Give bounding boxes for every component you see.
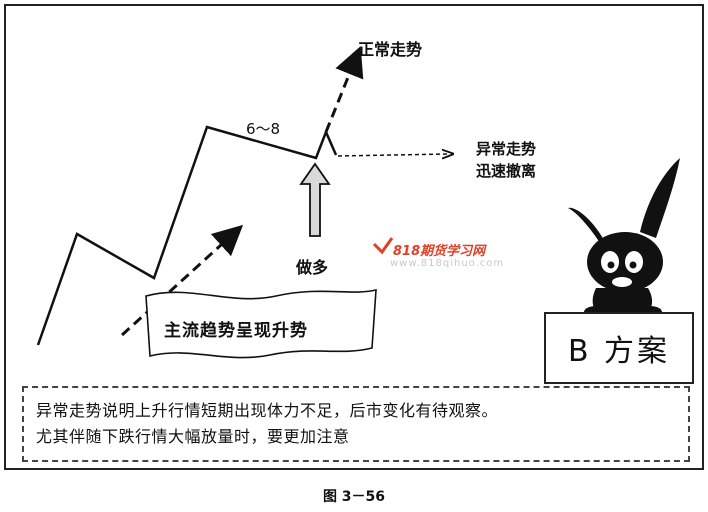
- normal-trend-label: 正常走势: [358, 40, 423, 59]
- reversal-line: [324, 131, 338, 156]
- note-box: 异常走势说明上升行情短期出现体力不足，后市变化有待观察。 尤其伴随下跌行情大幅放…: [22, 386, 690, 462]
- diagram-frame: [4, 4, 704, 470]
- watermark-url: www.818qihuo.com: [390, 258, 505, 269]
- go-long-label: 做多: [296, 258, 329, 277]
- range-label: 6～8: [246, 120, 281, 138]
- cartoon-rabbit-icon: [568, 158, 680, 318]
- note-line-1: 异常走势说明上升行情短期出现体力不足，后市变化有待观察。: [36, 401, 499, 420]
- trend-banner: [145, 288, 377, 359]
- main-trend-arrow: [120, 224, 244, 337]
- price-line: [36, 125, 328, 346]
- normal-trend-arrow: [324, 46, 364, 133]
- main-trend-label: 主流趋势呈现升势: [164, 321, 308, 341]
- watermark-title: 818期货学习网: [393, 244, 486, 259]
- checkmark-logo-icon: [372, 237, 394, 255]
- go-long-arrow-icon: [299, 162, 331, 237]
- plan-label: B 方案: [567, 334, 671, 369]
- exit-arrow: [337, 154, 448, 156]
- plan-box: B 方案: [544, 312, 694, 384]
- abnormal-trend-label: 异常走势: [476, 140, 537, 158]
- quick-exit-label: 迅速撤离: [476, 162, 537, 180]
- figure-caption: 图 3－56: [322, 489, 386, 505]
- note-line-2: 尤其伴随下跌行情大幅放量时，要更加注意: [36, 427, 350, 446]
